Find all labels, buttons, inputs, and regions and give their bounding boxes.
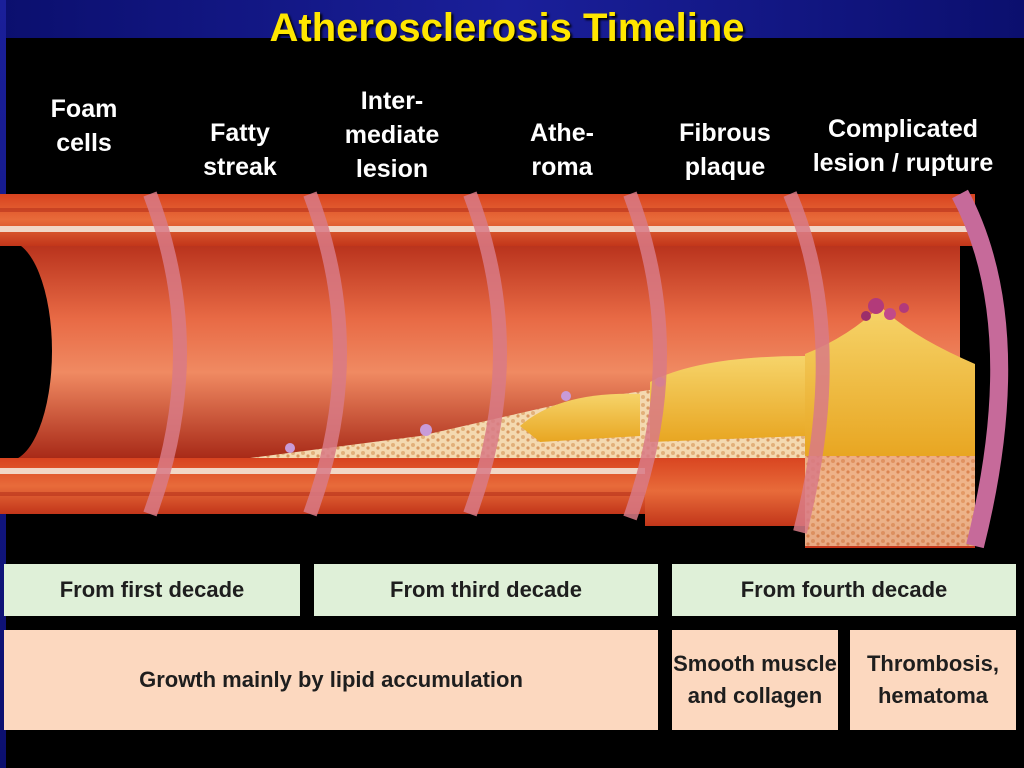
stage-label-line: Athe- bbox=[530, 119, 594, 147]
growth-lipid-label: Growth mainly by lipid accumulation bbox=[139, 667, 523, 692]
stage-label-atheroma: Athe- roma bbox=[510, 116, 614, 184]
onset-first-decade-box: From first decade bbox=[4, 564, 300, 616]
onset-first-decade-label: From first decade bbox=[59, 577, 245, 602]
stage-label-intermediate-lesion: Inter- mediate lesion bbox=[330, 84, 454, 186]
onset-third-decade-box: From third decade bbox=[314, 564, 658, 616]
stage-label-line: lesion / rupture bbox=[812, 149, 994, 177]
stage-label-fibrous-plaque: Fibrous plaque bbox=[662, 116, 788, 184]
stage-label-line: lesion bbox=[355, 155, 429, 183]
stage-label-foam-cells: Foam cells bbox=[30, 92, 138, 160]
growth-smooth-muscle-label: Smooth muscle and collagen bbox=[673, 648, 837, 712]
onset-fourth-decade-box: From fourth decade bbox=[672, 564, 1016, 616]
stage-label-line: Complicated bbox=[827, 115, 979, 143]
onset-fourth-decade-label: From fourth decade bbox=[740, 577, 948, 602]
growth-line: Thrombosis, bbox=[866, 651, 999, 676]
stage-label-line: roma bbox=[531, 153, 593, 181]
stage-label-line: cells bbox=[56, 129, 112, 157]
growth-smooth-muscle-box: Smooth muscle and collagen bbox=[672, 630, 838, 730]
stage-label-line: Fatty bbox=[210, 119, 270, 147]
growth-line: and collagen bbox=[687, 683, 823, 708]
stage-label-line: mediate bbox=[344, 121, 440, 149]
growth-thrombosis-box: Thrombosis, hematoma bbox=[850, 630, 1016, 730]
growth-line: hematoma bbox=[877, 683, 989, 708]
stage-label-line: Inter- bbox=[360, 87, 424, 115]
slide-title: Atherosclerosis Timeline bbox=[269, 6, 745, 50]
artery-cross-section-illustration bbox=[0, 189, 1009, 549]
growth-lipid-box: Growth mainly by lipid accumulation bbox=[4, 630, 658, 730]
stage-label-line: Fibrous bbox=[679, 119, 771, 147]
stage-label-complicated-lesion: Complicated lesion / rupture bbox=[792, 112, 1014, 180]
stage-label-fatty-streak: Fatty streak bbox=[185, 116, 295, 184]
title-band bbox=[0, 0, 1024, 38]
growth-thrombosis-label: Thrombosis, hematoma bbox=[867, 648, 999, 712]
stage-label-line: plaque bbox=[684, 153, 766, 181]
growth-line: Smooth muscle bbox=[673, 651, 837, 676]
onset-third-decade-label: From third decade bbox=[390, 577, 582, 602]
stage-label-line: streak bbox=[203, 153, 277, 181]
stage-label-line: Foam bbox=[50, 95, 118, 123]
